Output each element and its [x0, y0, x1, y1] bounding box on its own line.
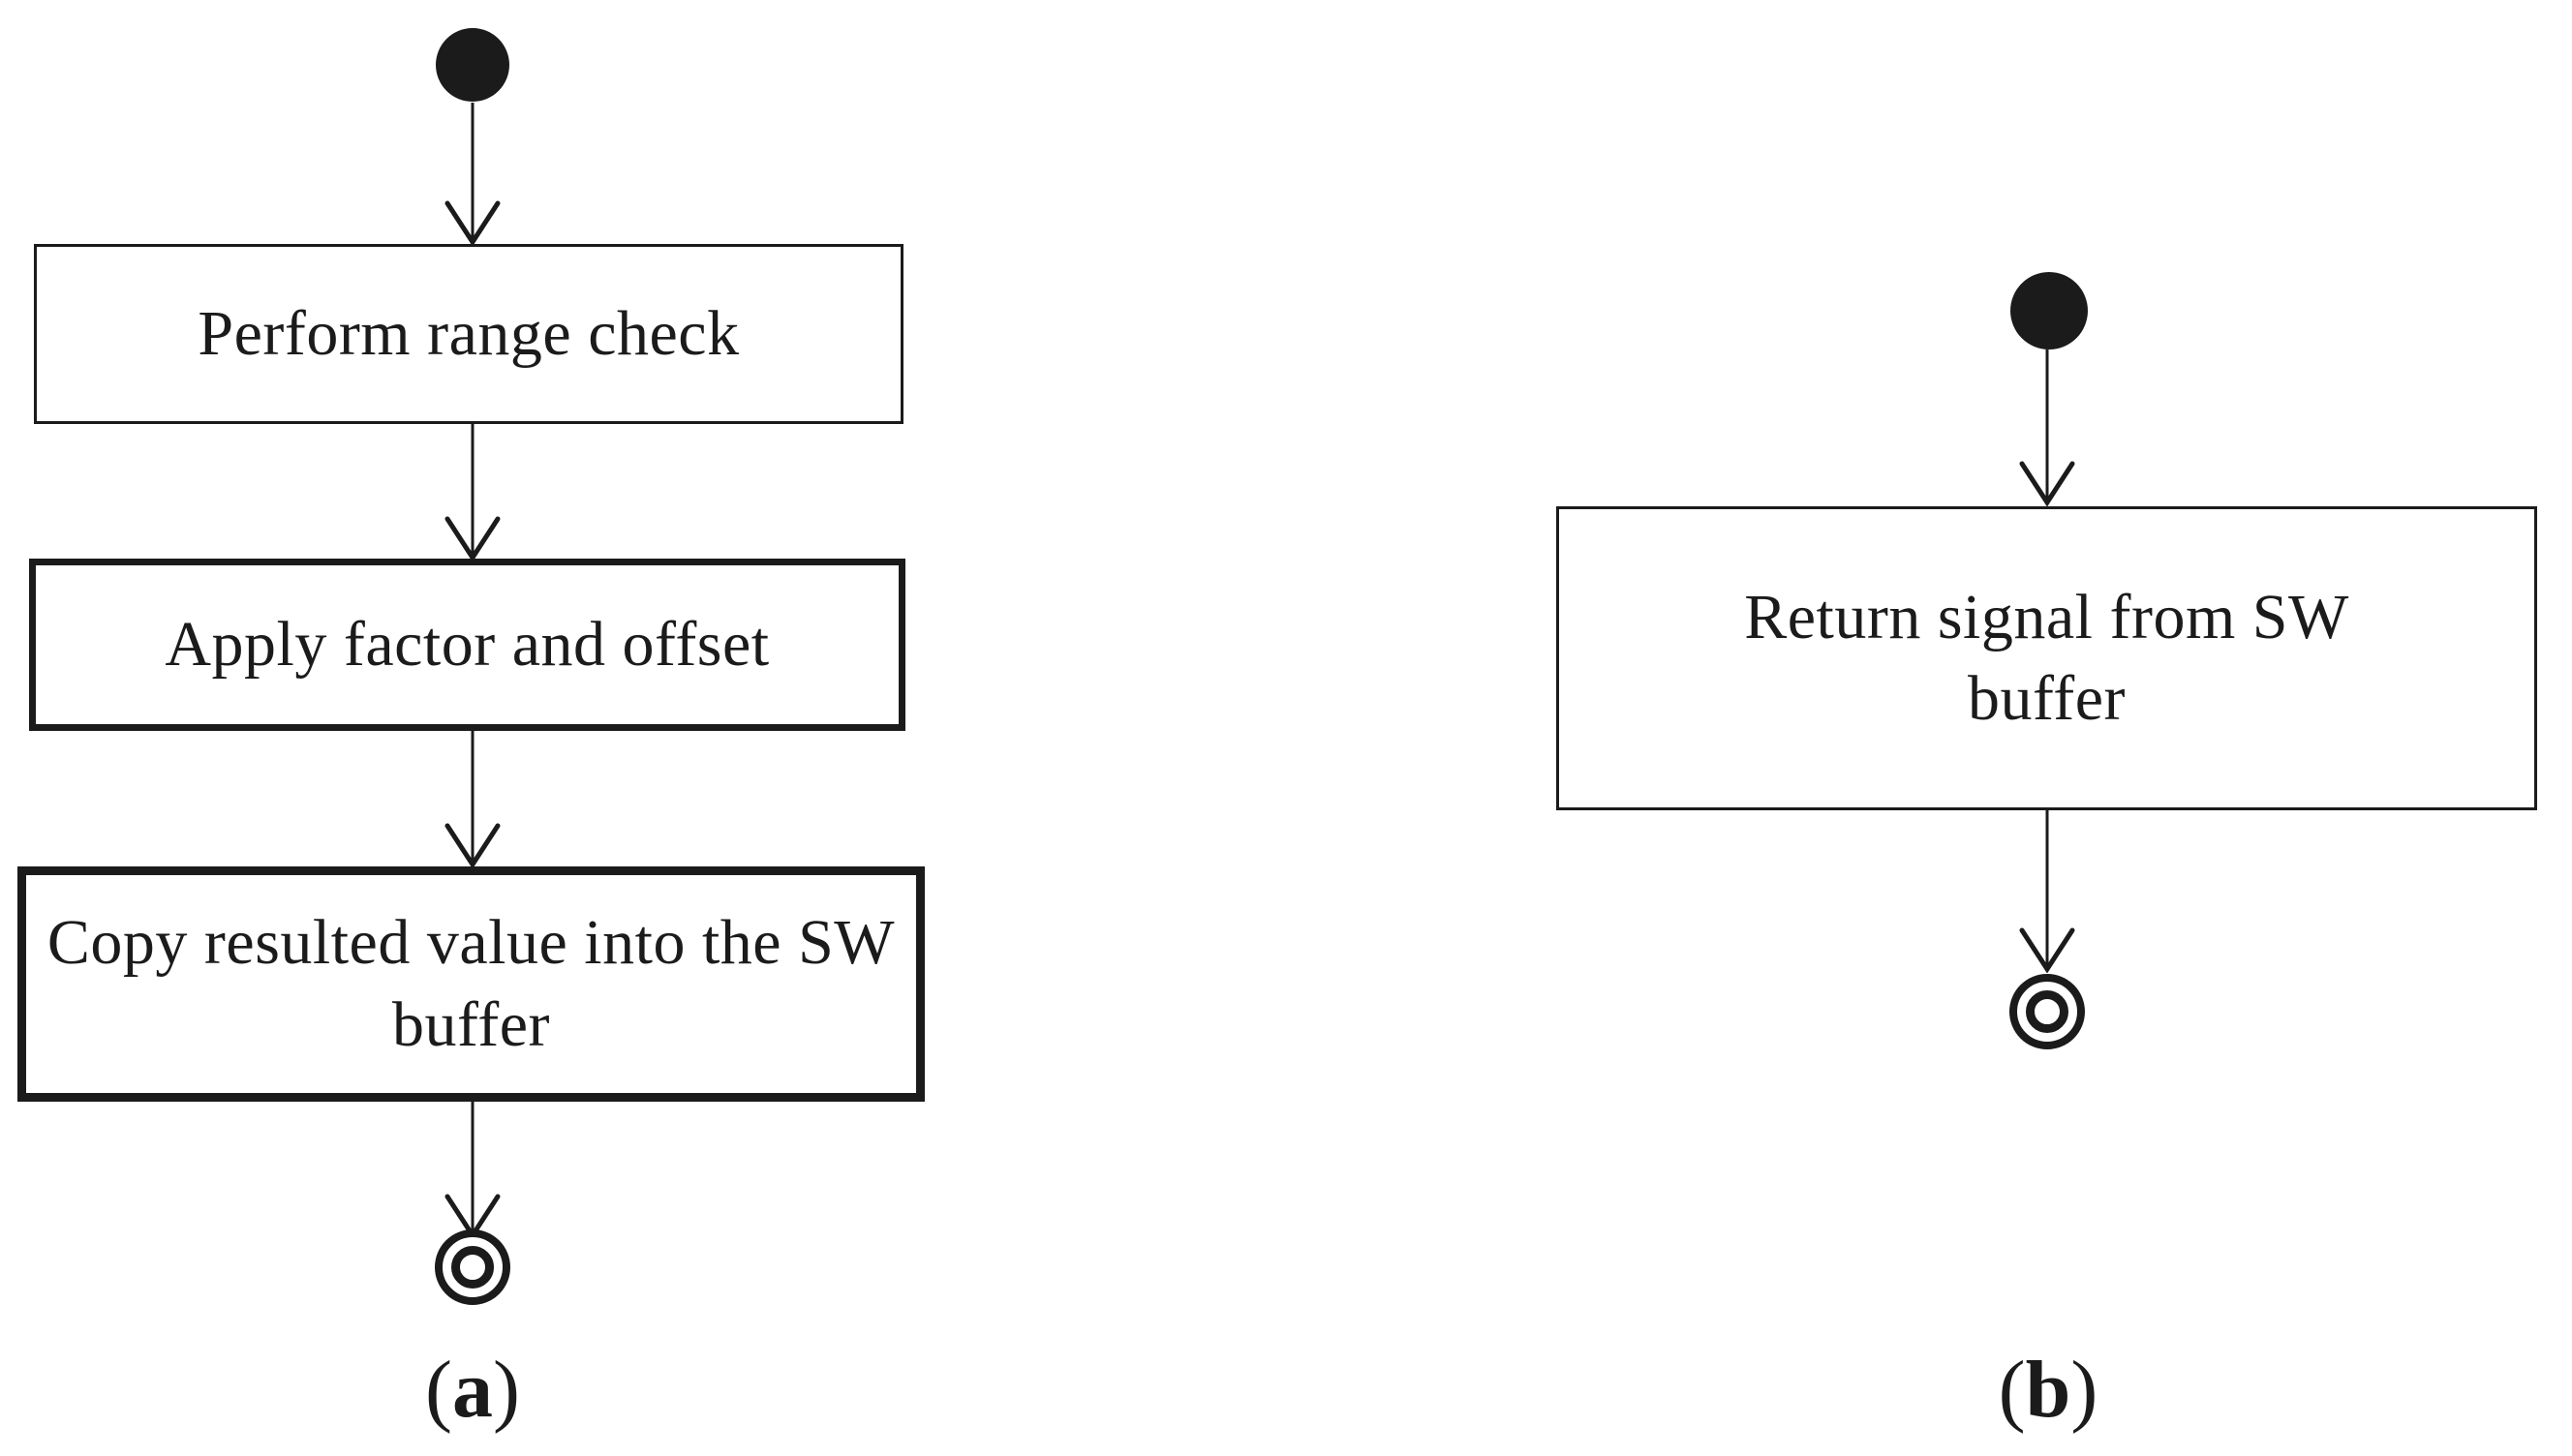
initial-node-icon — [436, 28, 509, 102]
caption-paren: ( — [425, 1345, 452, 1435]
flow-edge — [444, 731, 502, 868]
caption-letter: a — [452, 1345, 493, 1435]
activity-final-node-icon — [2009, 974, 2085, 1049]
figure-caption-a: (a) — [327, 1334, 618, 1446]
flow-edge — [2018, 349, 2076, 506]
caption-paren: ) — [2070, 1345, 2098, 1435]
action-label: Apply factor and offset — [165, 608, 770, 680]
flow-edge — [2018, 810, 2076, 973]
action-apply-factor-offset: Apply factor and offset — [29, 559, 905, 731]
edge-line — [471, 424, 475, 558]
activity-final-node-icon — [435, 1229, 510, 1305]
flow-edge — [444, 103, 502, 246]
arrowhead-down-icon — [2019, 927, 2075, 973]
arrowhead-down-icon — [444, 516, 501, 561]
edge-line — [2045, 810, 2049, 969]
activity-final-inner-ring-icon — [2026, 990, 2068, 1033]
edge-line — [2045, 349, 2049, 502]
action-label: Perform range check — [198, 297, 740, 369]
edge-line — [471, 731, 475, 864]
caption-paren: ) — [493, 1345, 520, 1435]
action-return-signal-sw-buffer: Return signal from SW buffer — [1556, 506, 2537, 810]
arrowhead-down-icon — [444, 200, 501, 246]
arrowhead-down-icon — [444, 823, 501, 868]
caption-paren: ( — [1998, 1345, 2026, 1435]
arrowhead-down-icon — [2019, 461, 2075, 506]
edge-line — [471, 1102, 475, 1235]
action-copy-value-sw-buffer: Copy resulted value into the SW buffer — [17, 866, 925, 1102]
edge-line — [471, 103, 475, 242]
action-label: Return signal from SW buffer — [1744, 581, 2349, 734]
caption-letter: b — [2025, 1345, 2071, 1435]
action-perform-range-check: Perform range check — [34, 244, 903, 424]
figure-caption-b: (b) — [1903, 1334, 2193, 1446]
activity-final-inner-ring-icon — [451, 1246, 494, 1289]
initial-node-icon — [2010, 272, 2088, 349]
flow-edge — [444, 424, 502, 561]
action-label: Copy resulted value into the SW buffer — [46, 907, 896, 1060]
